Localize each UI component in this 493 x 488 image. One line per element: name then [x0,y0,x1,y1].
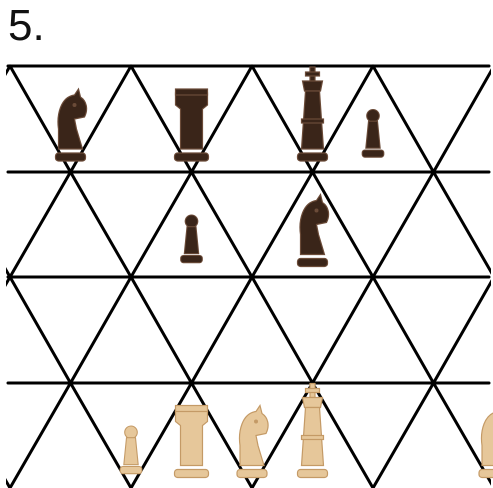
grid-line-diagonal [71,172,132,277]
grid-line-diagonal [434,277,493,383]
grid-line-diagonal [0,277,10,383]
grid-line-diagonal [131,277,192,383]
grid-line-diagonal [0,383,10,488]
grid-line-diagonal [373,383,434,488]
grid-line-diagonal [71,277,132,383]
grid-line-diagonal [373,172,434,277]
light-rook-piece[interactable] [175,406,209,478]
pieces-layer [56,67,493,478]
light-king-piece[interactable] [298,384,328,478]
dark-knight-piece[interactable] [298,195,329,267]
grid-line-diagonal [0,172,10,277]
grid-line-diagonal [0,66,10,172]
grid-line-diagonal [192,277,253,383]
grid-line-diagonal [313,277,374,383]
grid-line-diagonal [434,66,493,172]
grid-line-diagonal [10,172,71,277]
grid-line-diagonal [10,277,71,383]
grid-line-diagonal [373,277,434,383]
dark-pawn-piece[interactable] [362,110,384,158]
light-pawn-piece[interactable] [120,426,142,474]
grid-line-diagonal [252,277,313,383]
dark-king-piece[interactable] [298,67,328,161]
dark-pawn-piece[interactable] [181,215,203,263]
grid-line-diagonal [434,172,493,277]
grid-line-diagonal [10,383,71,488]
